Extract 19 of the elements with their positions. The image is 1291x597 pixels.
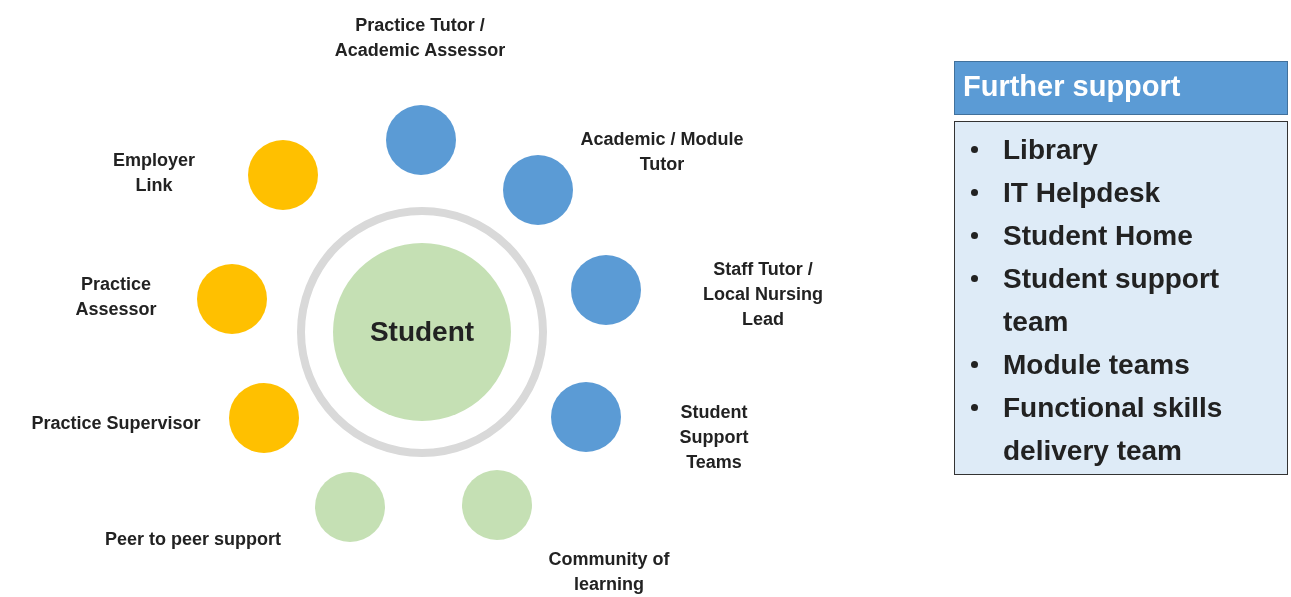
list-item: Functional skills delivery team [1003,391,1224,468]
circle-caption: Peer to peer support [103,528,282,552]
list-item: Student Home [1003,219,1194,253]
circle-caption: Community of learning [547,547,671,596]
circle-caption: Practice Supervisor [30,412,202,436]
circle-caption: Student Support Teams [678,401,750,475]
center-label: Student [369,316,475,348]
header-bar [954,61,1288,115]
circle-caption: Practice Tutor / Academic Assessor [333,13,507,62]
circle-caption: Academic / Module Tutor [579,127,745,176]
circle-caption: Practice Assessor [74,272,158,321]
circle-caption: Staff Tutor / Local Nursing Lead [702,258,824,332]
list-item: IT Helpdesk [1003,176,1162,210]
circle-caption: Employer Link [112,148,196,197]
list-item: Library [1003,133,1099,167]
list-item: Module teams [1003,348,1191,382]
list-item: Student support team [1003,262,1221,339]
panel-title: Further support [963,70,1181,102]
list-panel [954,121,1288,475]
